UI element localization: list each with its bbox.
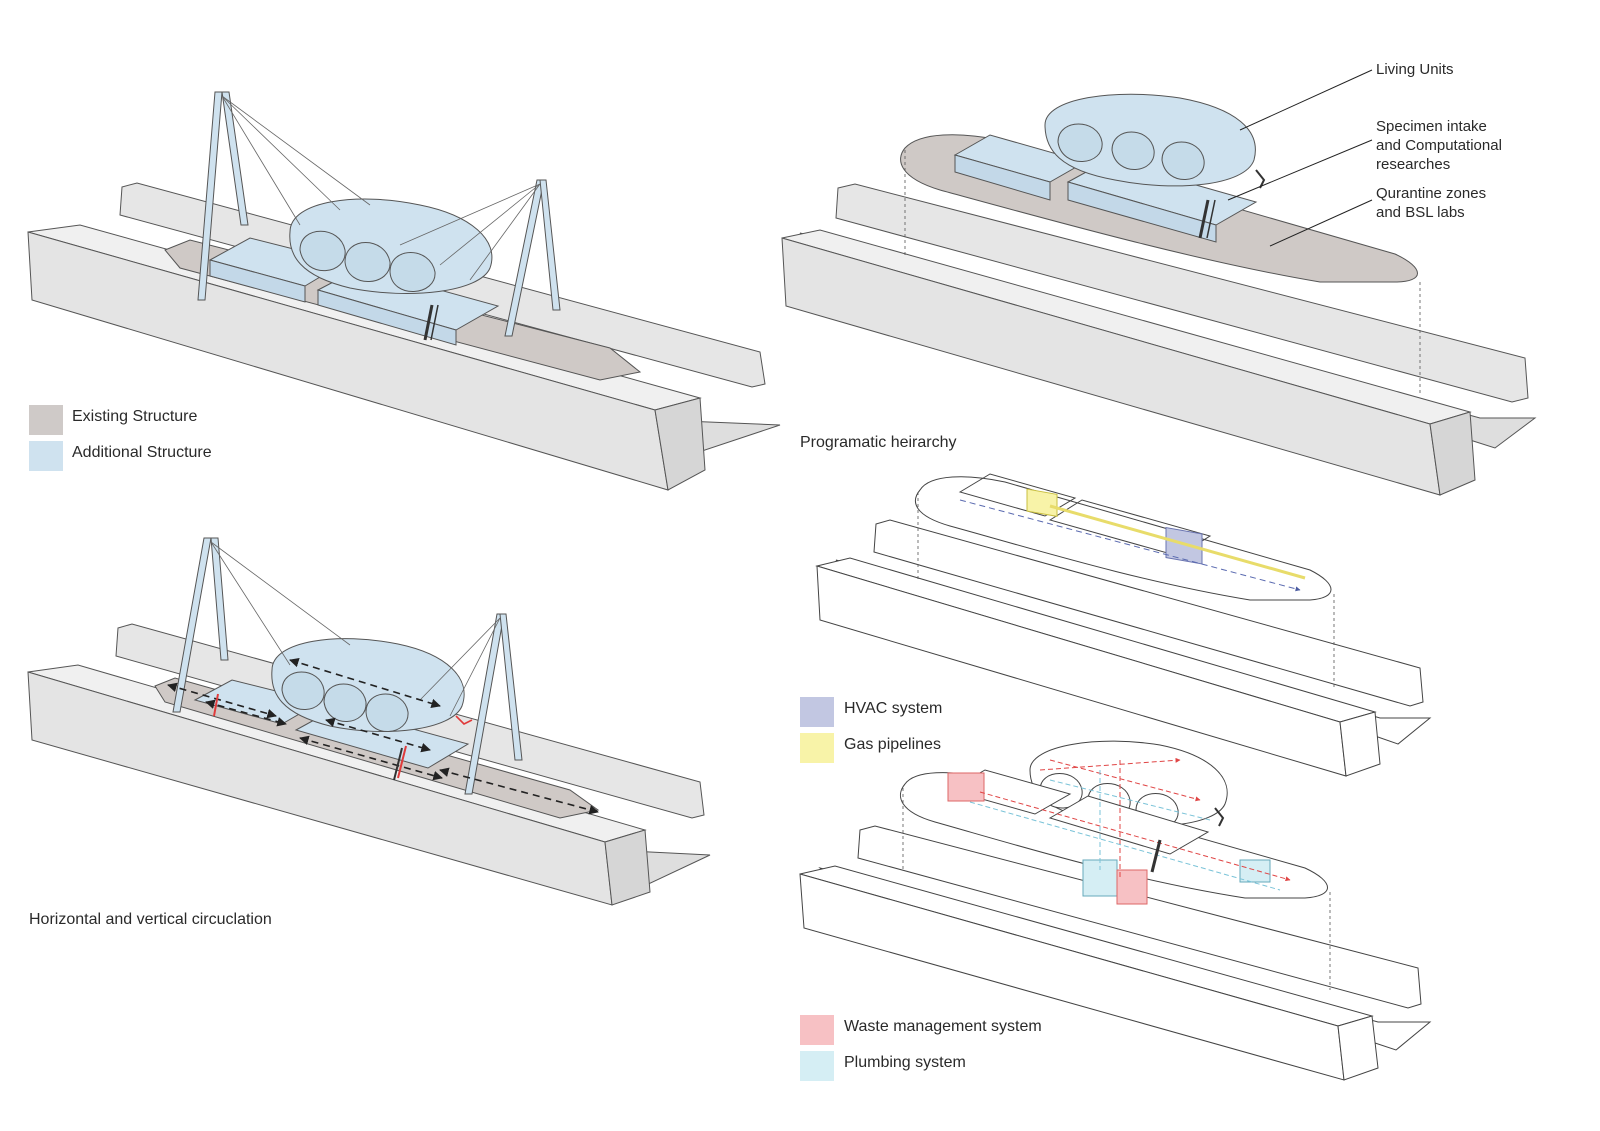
circulation-arrows — [167, 657, 599, 815]
plumbing-node-2 — [1239, 859, 1271, 883]
hull-outline — [915, 476, 1332, 601]
callout-quarantine-1: Qurantine zones — [1376, 185, 1487, 202]
hvac-node — [1165, 527, 1203, 565]
callout-specimen-2: and Computational — [1376, 137, 1502, 154]
plumbing-node-1 — [1082, 859, 1118, 897]
legend-label-additional: Additional Structure — [72, 444, 212, 461]
legend-swatch-existing — [29, 405, 63, 435]
dock-back-wall — [857, 825, 1422, 1009]
gas-node — [1026, 488, 1058, 517]
view-structure — [27, 91, 781, 491]
dock-front-wall-end — [654, 397, 706, 491]
legend-swatch-additional — [29, 441, 63, 471]
view-services — [815, 473, 1432, 777]
living-pod — [289, 198, 493, 295]
dock-front-wall-end — [604, 829, 651, 906]
callout-living-units: Living Units — [1376, 61, 1454, 78]
caption-hierarchy: Programatic heirarchy — [800, 434, 957, 451]
dock-back-wall — [873, 519, 1424, 707]
legend-label-existing: Existing Structure — [72, 408, 198, 425]
view-circulation — [27, 537, 711, 906]
legend-label-gas: Gas pipelines — [844, 736, 941, 753]
legend-swatch-plumbing — [800, 1051, 834, 1081]
crane-leg-2 — [210, 537, 229, 661]
waste-lines — [979, 757, 1291, 882]
legend-label-plumbing: Plumbing system — [844, 1054, 966, 1071]
crane-leg-4 — [539, 179, 561, 311]
gas-pipe — [1049, 504, 1306, 580]
legend-swatch-gas — [800, 733, 834, 763]
waste-node-1 — [947, 772, 985, 802]
dock-front-wall-end — [1337, 1015, 1379, 1081]
crane-leg-4 — [499, 613, 523, 761]
waste-node-2 — [1116, 869, 1148, 905]
lab-block-1-side — [209, 259, 306, 303]
legend-swatch-hvac — [800, 697, 834, 727]
callout-specimen-3: researches — [1376, 156, 1451, 173]
lab-block-2-side — [1067, 181, 1217, 243]
dock-front-wall-end — [1339, 711, 1381, 777]
lab-block-1-side — [954, 154, 1051, 201]
caption-circulation: Horizontal and vertical circuclation — [29, 911, 272, 928]
legend-label-hvac: HVAC system — [844, 700, 943, 717]
crane-leg-2 — [221, 91, 249, 226]
callout-quarantine-2: and BSL labs — [1376, 204, 1465, 221]
legend-swatch-waste — [800, 1015, 834, 1045]
view-waste — [799, 740, 1432, 1081]
view-hierarchy — [781, 69, 1537, 496]
plumbing-lines — [969, 770, 1281, 891]
crane-leg-1 — [197, 91, 223, 301]
legend-label-waste: Waste management system — [844, 1018, 1042, 1035]
callout-specimen-1: Specimen intake — [1376, 118, 1487, 135]
dock-front-wall-end — [1429, 411, 1476, 496]
dock-back-wall — [835, 183, 1529, 403]
hvac-duct — [959, 499, 1301, 592]
lab-block-2-side — [317, 289, 457, 346]
